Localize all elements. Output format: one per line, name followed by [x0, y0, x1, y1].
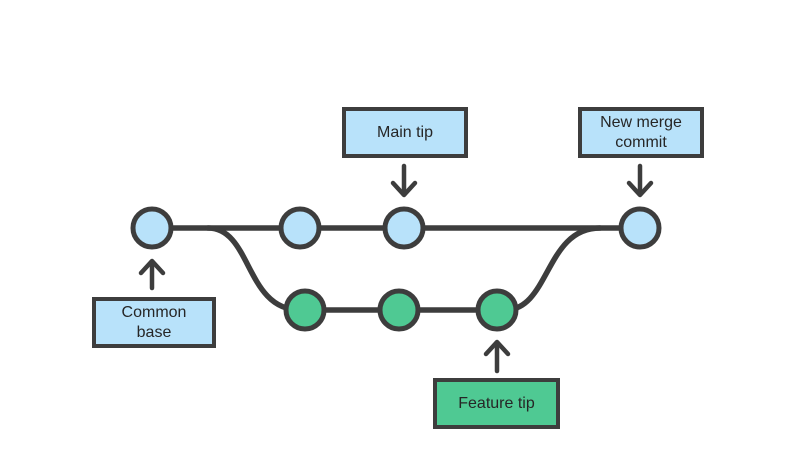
feature-merge-curve — [502, 225, 603, 313]
label-common-base: Common base — [92, 297, 216, 348]
label-new-merge-commit: New merge commit — [578, 107, 704, 158]
label-main-tip-text: Main tip — [376, 123, 434, 141]
commit-node-feature-2 — [377, 288, 421, 332]
commit-node-feature-tip — [475, 288, 519, 332]
common-base-arrow — [138, 258, 166, 291]
new-merge-commit-arrow — [626, 163, 654, 198]
commit-node-feature-1 — [283, 288, 327, 332]
commit-node-common-base — [130, 206, 174, 250]
commit-node-main-2 — [278, 206, 322, 250]
commit-node-new-merge-commit — [618, 206, 662, 250]
label-feature-tip: Feature tip — [433, 378, 560, 429]
feature-tip-arrow — [483, 339, 511, 374]
feature-branch-out-curve — [205, 225, 303, 313]
label-common-base-text: Common base — [121, 303, 187, 341]
main-tip-arrow — [390, 163, 418, 198]
label-new-merge-commit-text: New merge commit — [600, 113, 682, 151]
label-main-tip: Main tip — [342, 107, 468, 158]
commit-node-main-tip — [382, 206, 426, 250]
label-feature-tip-text: Feature tip — [458, 394, 535, 412]
